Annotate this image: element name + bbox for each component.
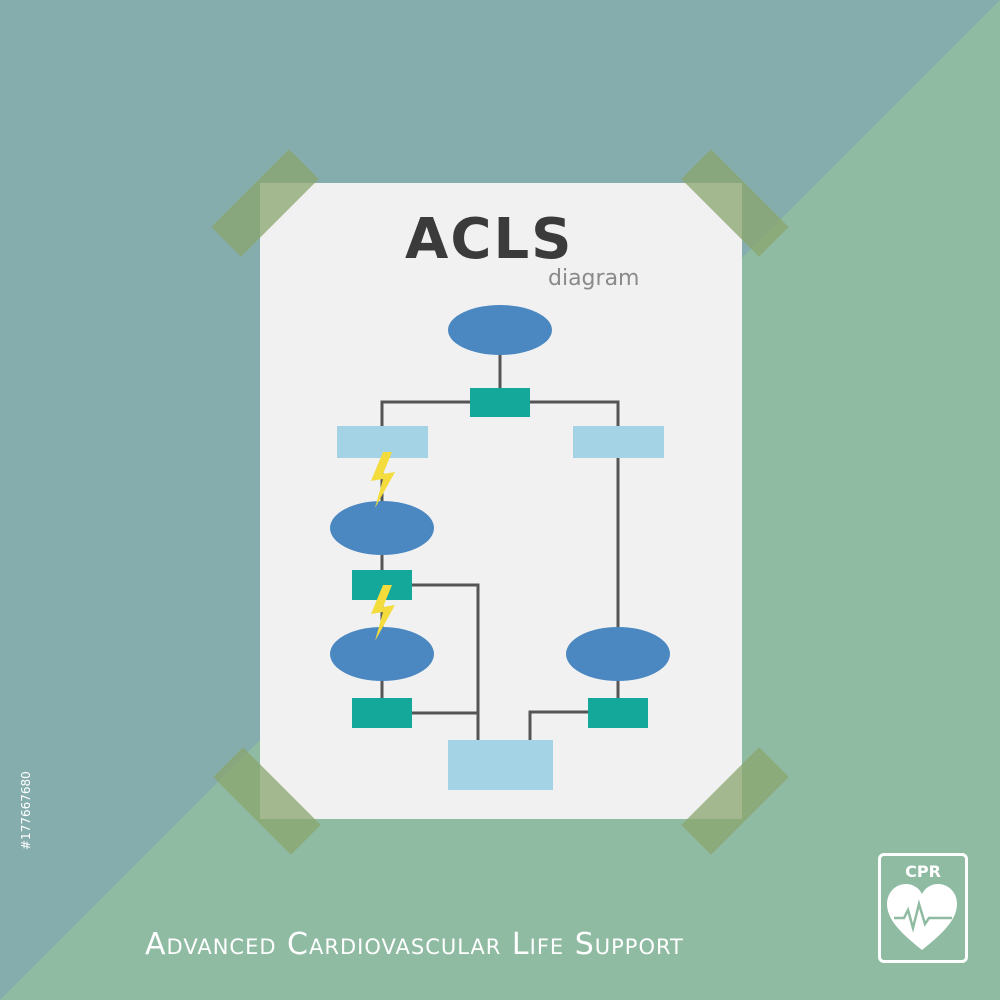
flow-ellipse-left-2 (330, 627, 434, 681)
tape-bottom-left (213, 747, 321, 855)
flow-action-right (573, 426, 664, 458)
tape-top-right (681, 149, 789, 257)
connectors (380, 330, 620, 740)
flow-ellipse-left-1 (330, 501, 434, 555)
heartbeat-line-icon (894, 899, 952, 933)
lightning-bolt-icon (371, 452, 395, 508)
diagram-subtitle: diagram (548, 266, 640, 291)
flow-decision-left-2 (352, 698, 412, 728)
stock-id-label: #177667680 (19, 771, 33, 850)
flow-action-bottom (448, 740, 553, 790)
flow-decision-top (470, 388, 530, 417)
cpr-label: CPR (905, 862, 941, 881)
flow-action-left (337, 426, 428, 458)
flow-ellipse-right (566, 627, 670, 681)
footer-caption: Advanced Cardiovascular Life Support (145, 927, 684, 962)
tape-top-left (211, 149, 319, 257)
diagram-title: ACLS (405, 207, 574, 272)
flow-decision-right (588, 698, 648, 728)
lightning-bolt-icon (371, 585, 395, 641)
tape-bottom-right (681, 747, 789, 855)
paper-sheet (260, 183, 742, 819)
cpr-badge: CPR (878, 853, 968, 963)
flow-ellipse-top (448, 305, 552, 355)
